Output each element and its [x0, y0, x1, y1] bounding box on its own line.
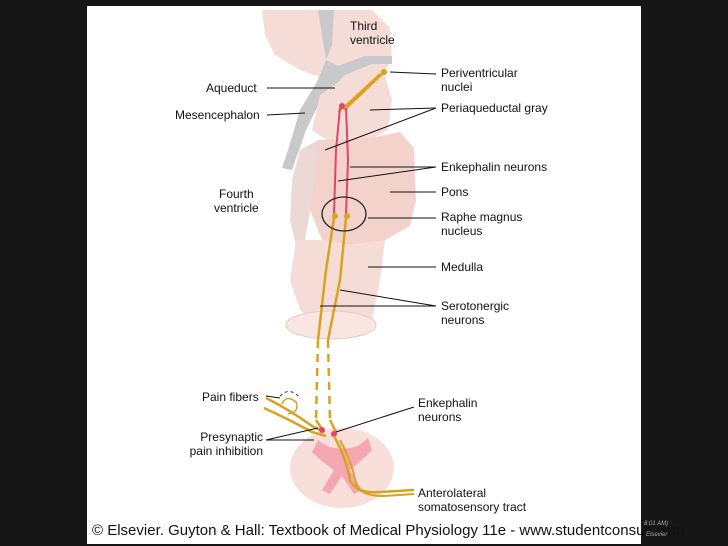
label-mesencephalon: Mesencephalon [175, 108, 260, 122]
enkephalin-cell-spinal-left [319, 427, 325, 433]
mesencephalon-tissue [312, 68, 392, 142]
serotonergic-fiber-right [326, 217, 348, 341]
pain-fiber-dashed-ring [279, 391, 301, 399]
medulla-tissue [290, 240, 385, 325]
pain-fiber-lower [263, 406, 327, 438]
label-serotonergic-neurons: Serotonergic neurons [441, 299, 510, 327]
pons-tissue [310, 132, 416, 245]
aqueduct-shape [282, 10, 392, 170]
label-anterolateral-tract: Anterolateral somatosensory tract [418, 486, 527, 514]
label-periventricular-nuclei: Periventricular nuclei [441, 66, 518, 94]
label-fourth-ventricle: Fourth ventricle [214, 187, 259, 215]
label-aqueduct: Aqueduct [206, 81, 257, 95]
raphe-magnus-circle [321, 196, 367, 232]
leader-enkephalin-upper-2 [337, 166, 437, 182]
fourth-ventricle-shape [290, 140, 318, 245]
serotonergic-fiber-left [316, 217, 336, 341]
leader-presynaptic-1 [265, 427, 319, 441]
label-raphe-magnus: Raphe magnus nucleus [441, 210, 523, 238]
label-periaqueductal-gray: Periaqueductal gray [441, 101, 548, 115]
periventricular-cell-body [381, 69, 387, 75]
label-presynaptic-inhibition: Presynaptic pain inhibition [189, 430, 263, 458]
leader-periaqueductal-1 [369, 107, 437, 111]
serotonergic-fiber-left-dashed [314, 339, 320, 421]
enkephalin-cell-spinal-right [331, 431, 337, 437]
anterolateral-tract-fiber-2 [339, 439, 415, 498]
leader-mesencephalon [266, 112, 306, 116]
raphe-cell-right [344, 213, 350, 219]
side-tag-elsevier: Elsevier [646, 532, 668, 538]
label-pain-fibers: Pain fibers [202, 390, 259, 404]
label-enkephalin-neurons-upper: Enkephalin neurons [441, 160, 548, 174]
serotonergic-fiber-right-dashed [326, 339, 332, 421]
spinal-gray-matter [312, 438, 372, 494]
leader-periventricular [389, 71, 437, 75]
side-tag-time: 8:01 AM) [644, 521, 669, 527]
anterolateral-tract-fiber [332, 435, 415, 494]
label-medulla: Medulla [441, 260, 484, 274]
pain-fiber-loop [281, 397, 298, 415]
periaqueductal-cell-body [339, 103, 345, 109]
leader-periaqueductal-2 [324, 107, 437, 151]
copyright-footer: © Elsevier. Guyton & Hall: Textbook of M… [92, 522, 685, 539]
periventricular-fiber [343, 71, 385, 111]
leader-serotonergic-1 [339, 289, 437, 307]
label-pons: Pons [441, 185, 469, 199]
leader-pain-fibers [265, 395, 281, 399]
raphe-cell-left [332, 213, 338, 219]
label-third-ventricle: Third ventricle [350, 19, 395, 47]
label-enkephalin-neurons-lower: Enkephalin neurons [418, 396, 478, 424]
leader-enkephalin-lower [335, 406, 415, 433]
enkephalin-neuron-right [345, 107, 350, 215]
enkephalin-neuron-left [333, 107, 341, 215]
